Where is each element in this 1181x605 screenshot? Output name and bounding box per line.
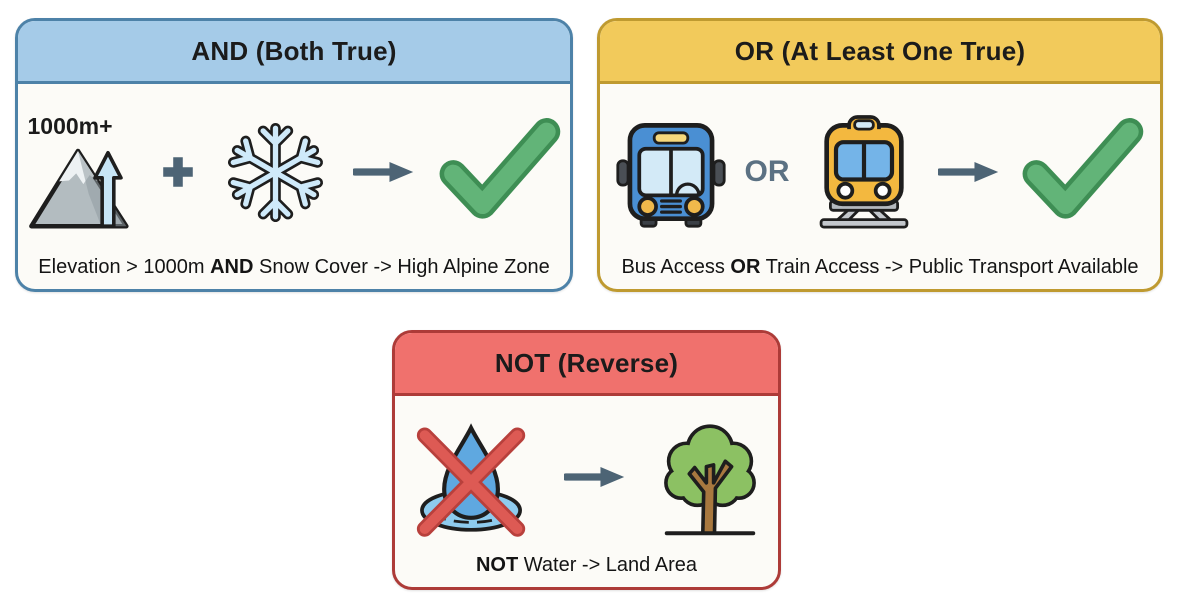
or-card-body: OR Bus Access (600, 84, 1160, 289)
elevation-label: 1000m+ (27, 112, 113, 139)
not-icon-row (409, 400, 764, 554)
and-card-title: AND (Both True) (191, 35, 397, 66)
not-card-title: NOT (Reverse) (494, 347, 679, 378)
crossed-water-drop-icon (416, 422, 526, 537)
checkmark-icon (439, 118, 560, 219)
elevation-arrow-icon (92, 150, 123, 228)
checkmark-icon (1022, 118, 1143, 219)
arrow-icon (352, 161, 413, 183)
and-card-body: 1000m+ (18, 84, 570, 289)
red-x-icon (416, 427, 526, 537)
arrow-icon (937, 161, 998, 183)
elevation-icon-group: 1000m+ (26, 112, 138, 230)
not-card: NOT (Reverse) (392, 330, 781, 590)
arrow-icon (564, 466, 625, 488)
and-card-header: AND (Both True) (18, 21, 570, 84)
snowflake-icon (218, 115, 333, 230)
or-card: OR (At Least One True) OR (597, 18, 1163, 292)
or-card-header: OR (At Least One True) (600, 21, 1160, 84)
bus-icon (615, 122, 726, 228)
not-card-header: NOT (Reverse) (395, 333, 778, 396)
or-icon-row: OR (615, 88, 1146, 256)
not-caption: NOT Water -> Land Area (475, 554, 698, 576)
or-card-title: OR (At Least One True) (734, 35, 1026, 66)
train-icon (819, 114, 908, 228)
plus-icon (162, 157, 193, 187)
not-card-body: NOT Water -> Land Area (395, 396, 778, 587)
or-caption: Bus Access OR Train Access -> Public Tra… (621, 256, 1139, 278)
mountain-icon (28, 148, 129, 228)
tree-icon (664, 424, 756, 536)
or-connector-label: OR (744, 155, 790, 188)
and-icon-row: 1000m+ (26, 88, 563, 256)
and-card: AND (Both True) 1000m+ (15, 18, 573, 292)
and-caption: Elevation > 1000m AND Snow Cover -> High… (38, 256, 550, 278)
